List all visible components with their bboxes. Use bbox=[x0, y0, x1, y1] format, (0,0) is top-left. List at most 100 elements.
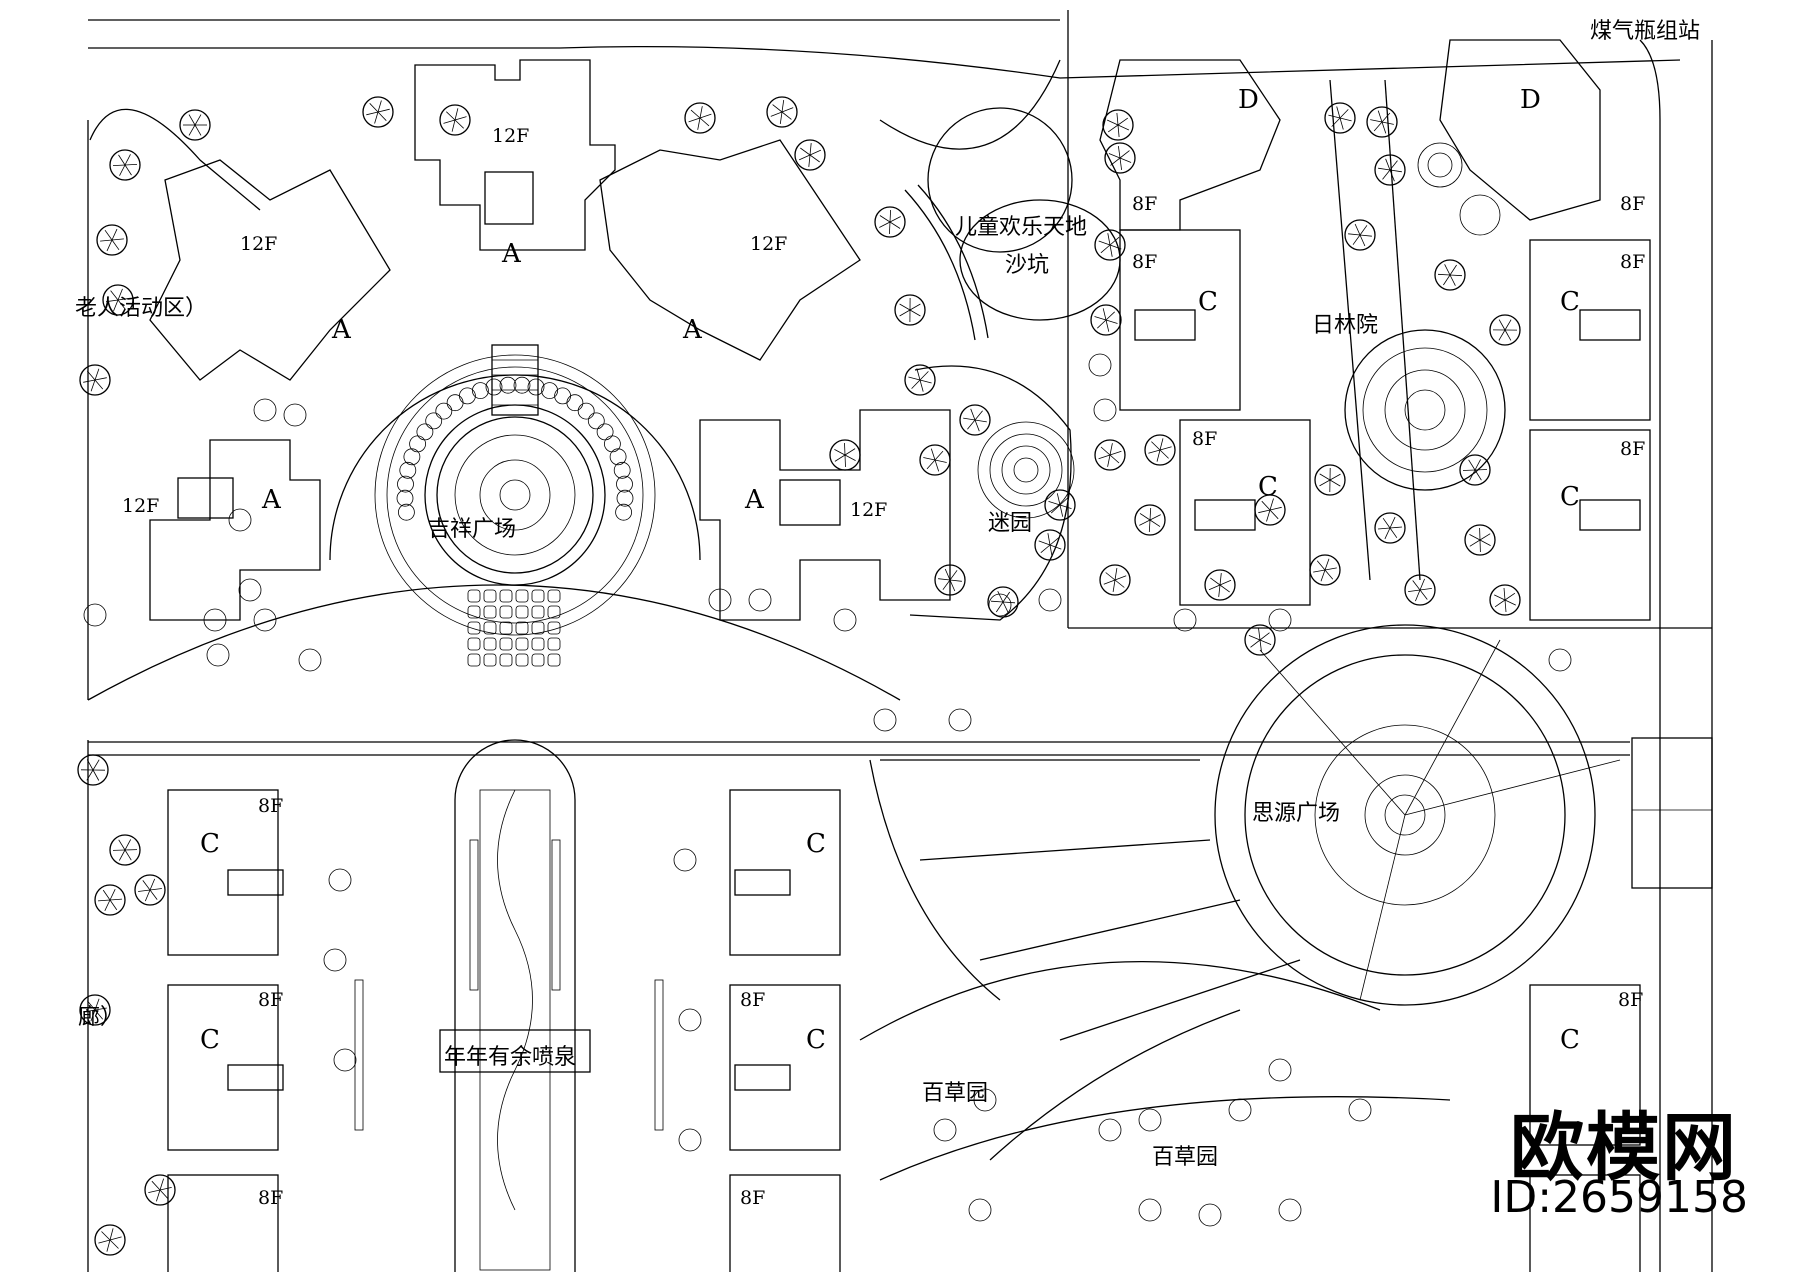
tree-branch bbox=[1449, 274, 1456, 286]
tree-branch bbox=[1259, 632, 1270, 641]
tree-branch bbox=[967, 419, 976, 430]
tree-symbol bbox=[362, 96, 394, 128]
tree-branch bbox=[800, 147, 811, 156]
hedge-shrub bbox=[396, 489, 414, 507]
tree-branch bbox=[1494, 594, 1506, 601]
shrub-symbol bbox=[973, 1088, 997, 1112]
tree-symbol bbox=[102, 284, 134, 316]
tree-branch bbox=[1331, 117, 1341, 127]
tree-branch bbox=[1107, 454, 1111, 467]
floors-d1: 8F bbox=[1132, 193, 1157, 215]
tree-branch bbox=[104, 899, 111, 911]
shrub-symbol bbox=[83, 603, 107, 627]
tree-branch bbox=[124, 839, 132, 851]
floors-c6: 8F bbox=[258, 989, 283, 1011]
tree-branch bbox=[454, 108, 459, 121]
tree-branch bbox=[1479, 539, 1491, 546]
tree-branch bbox=[101, 1231, 111, 1241]
shrub-symbol bbox=[1548, 648, 1572, 672]
tree-symbol bbox=[1459, 454, 1491, 486]
tree-branch bbox=[1139, 519, 1151, 526]
tree-branch bbox=[1112, 579, 1116, 592]
tree-branch bbox=[100, 239, 113, 242]
tree-branch bbox=[1107, 233, 1111, 246]
tree-branch bbox=[1108, 153, 1121, 159]
tree-branch bbox=[1449, 264, 1457, 276]
tree-branch bbox=[156, 1189, 161, 1202]
tree-branch bbox=[1047, 533, 1051, 546]
tree-branch bbox=[1159, 449, 1169, 459]
tree-branch bbox=[1106, 119, 1119, 126]
tree-branch bbox=[1109, 236, 1120, 246]
paver-planter bbox=[531, 621, 545, 635]
tree-symbol bbox=[829, 439, 861, 471]
building-c-lower bbox=[167, 789, 1641, 1272]
tree-branch bbox=[1259, 639, 1262, 652]
tree-branch bbox=[1474, 469, 1488, 471]
tree-branch bbox=[995, 601, 1004, 613]
tree-branch bbox=[97, 899, 111, 902]
tree-branch bbox=[118, 154, 126, 166]
tree-symbol bbox=[1404, 574, 1436, 606]
tree-branch bbox=[930, 448, 936, 461]
tree-branch bbox=[844, 454, 846, 468]
tree-branch bbox=[1105, 319, 1110, 332]
floors-c9: 8F bbox=[740, 1187, 765, 1209]
tree-symbol bbox=[1254, 494, 1286, 526]
tree-branch bbox=[1002, 591, 1011, 603]
tree-symbol bbox=[179, 109, 211, 141]
tree-branch bbox=[1056, 493, 1061, 506]
tree-branch bbox=[1324, 569, 1334, 580]
floors-c8: 8F bbox=[740, 989, 765, 1011]
floors-d2: 8F bbox=[1620, 193, 1645, 215]
tree-branch bbox=[1469, 539, 1481, 547]
shrub-symbol bbox=[1348, 1098, 1372, 1122]
tree-branch bbox=[454, 119, 464, 129]
tree-branch bbox=[369, 103, 379, 113]
shrub-symbol bbox=[678, 1008, 702, 1032]
tree-branch bbox=[1103, 579, 1116, 585]
tree-branch bbox=[1389, 160, 1398, 171]
type-a3: A bbox=[682, 315, 703, 345]
tree-branch bbox=[770, 111, 783, 117]
hedge-shrub bbox=[409, 435, 427, 453]
paver-planter bbox=[547, 589, 561, 603]
tree-branch bbox=[1258, 509, 1271, 514]
label-gas-station: 煤气瓶组站 bbox=[1590, 19, 1700, 44]
shrub-symbol bbox=[1038, 588, 1062, 612]
tree-branch bbox=[923, 457, 936, 461]
tree-branch bbox=[909, 303, 921, 311]
watermark-brand: 欧模网 bbox=[1510, 1105, 1738, 1191]
shrub-symbol bbox=[873, 708, 897, 732]
tree-branch bbox=[1269, 506, 1282, 511]
tree-branch bbox=[113, 299, 119, 312]
tree-branch bbox=[688, 117, 701, 123]
tree-branch bbox=[111, 238, 124, 241]
tree-branch bbox=[1266, 509, 1271, 522]
watermark-id: ID:2659158 bbox=[1490, 1172, 1748, 1223]
tree-branch bbox=[119, 164, 126, 176]
hedge-shrub bbox=[425, 412, 443, 430]
tree-symbol bbox=[1464, 524, 1496, 556]
tree-symbol bbox=[94, 1224, 126, 1256]
tree-branch bbox=[899, 303, 911, 311]
floors-c3: 8F bbox=[1620, 251, 1645, 273]
tree-symbol bbox=[1244, 624, 1276, 656]
paver-planter bbox=[483, 589, 497, 603]
paver-planter bbox=[499, 653, 513, 667]
type-c7: C bbox=[806, 829, 826, 859]
tree-branch bbox=[94, 377, 107, 381]
tree-branch bbox=[1049, 544, 1053, 557]
tree-branch bbox=[949, 579, 962, 582]
tree-symbol bbox=[1489, 314, 1521, 346]
tree-branch bbox=[1250, 639, 1261, 648]
siyuan-square bbox=[1214, 624, 1713, 1006]
tree-branch bbox=[138, 889, 151, 892]
tree-symbol bbox=[1366, 106, 1398, 138]
label-herb-garden-1: 百草园 bbox=[922, 1081, 988, 1106]
tree-branch bbox=[188, 114, 196, 126]
tree-symbol bbox=[684, 102, 716, 134]
tree-branch bbox=[919, 371, 929, 381]
tree-branch bbox=[1059, 496, 1070, 506]
paver-planter bbox=[547, 621, 561, 635]
